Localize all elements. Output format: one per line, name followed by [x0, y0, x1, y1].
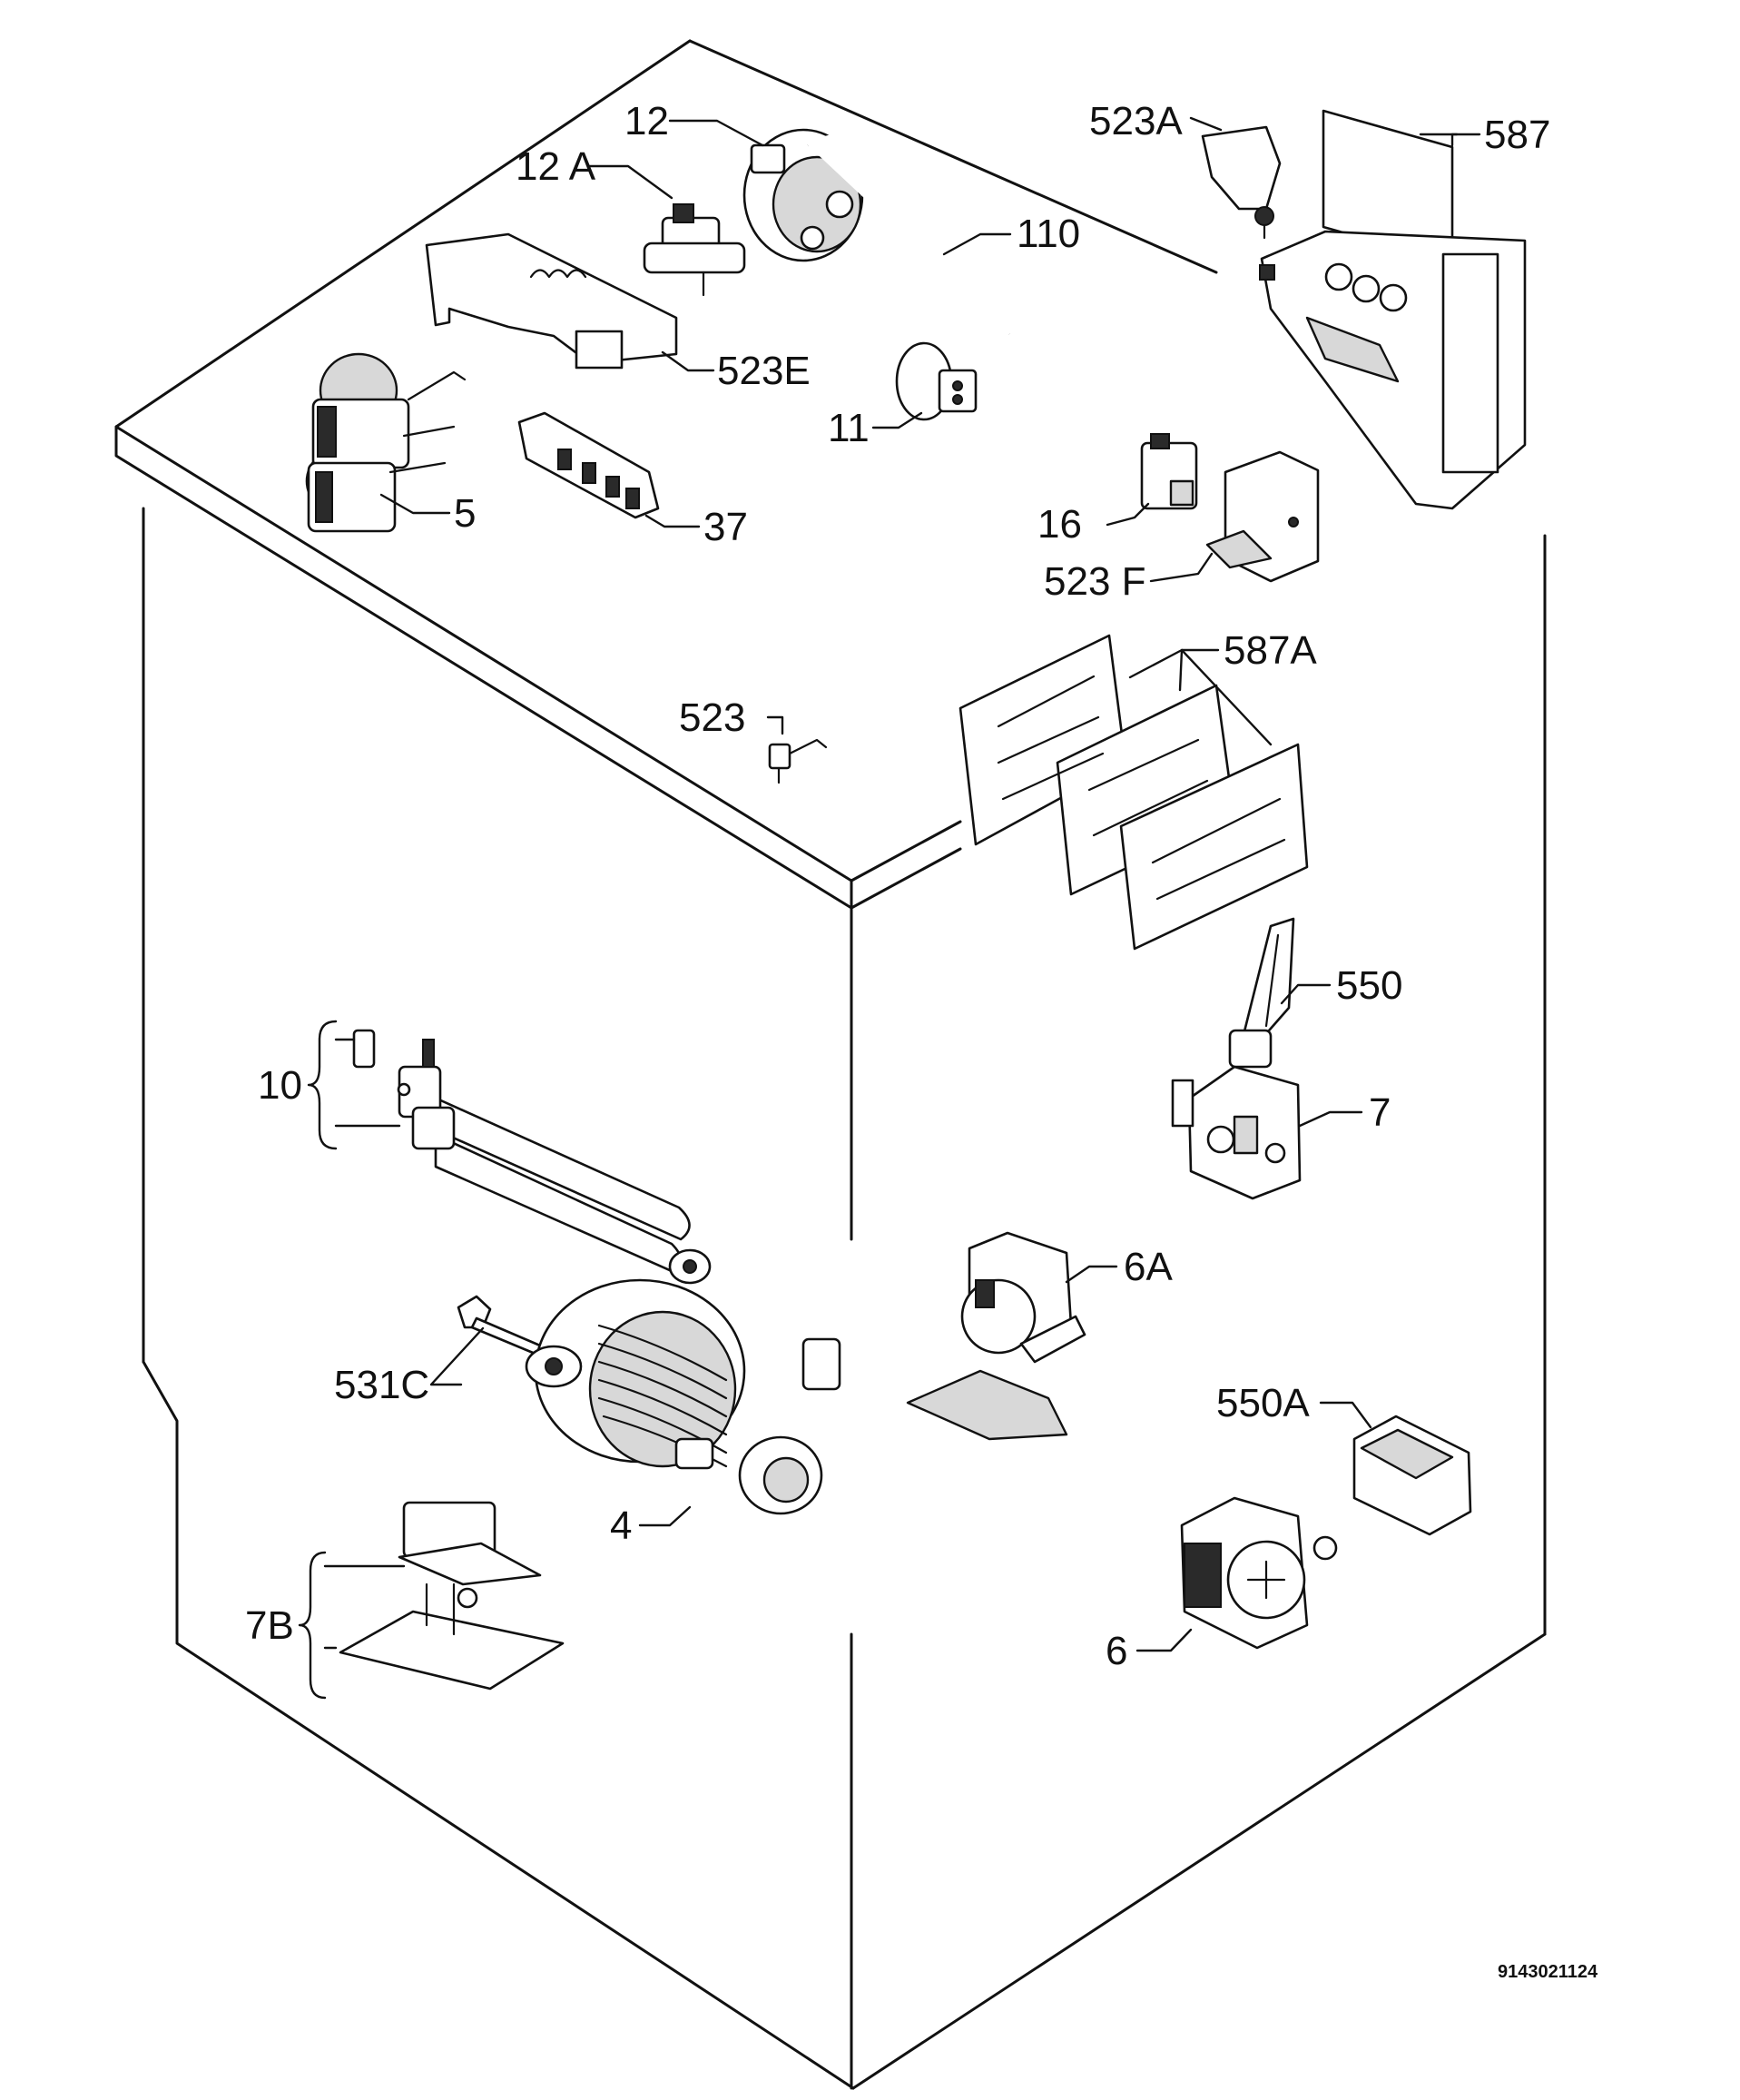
terminal-block-37	[517, 411, 660, 519]
label-6a: 6A	[1124, 1245, 1173, 1289]
label-523a: 523A	[1089, 99, 1183, 143]
bracket-523e	[425, 232, 678, 370]
label-12a: 12 A	[516, 144, 596, 189]
cabinet-outline	[114, 39, 1547, 2090]
diagram-code: 9143021124	[1498, 1962, 1598, 1982]
label-12: 12	[624, 99, 669, 143]
part-7b	[339, 1501, 565, 1691]
control-pcb-587a	[958, 634, 1309, 951]
selector-shaft-550	[1228, 917, 1295, 1069]
connector-523a	[1201, 125, 1282, 240]
label-531c: 531C	[334, 1363, 429, 1407]
label-5: 5	[454, 491, 476, 536]
part-523	[768, 738, 828, 784]
label-7b: 7B	[245, 1603, 294, 1648]
heating-element-10	[352, 1029, 691, 1273]
label-587: 587	[1484, 113, 1550, 157]
capacitor-11	[895, 341, 978, 421]
callout-labels: 12 12 A 110 523E 11 5 37 523A 587 16 523…	[245, 99, 1550, 1673]
pressure-sensor-12a	[643, 203, 746, 297]
motor-4	[525, 1248, 841, 1515]
pump-6	[1180, 1496, 1338, 1650]
label-7: 7	[1369, 1090, 1391, 1135]
hose-110	[806, 130, 1012, 336]
label-11: 11	[828, 406, 870, 450]
label-550a: 550A	[1216, 1381, 1310, 1425]
label-10: 10	[258, 1063, 302, 1108]
leader-lines	[298, 116, 1481, 1700]
drain-pump-6a	[906, 1231, 1086, 1441]
label-16: 16	[1037, 502, 1082, 547]
door-lock-7	[1171, 1065, 1302, 1200]
control-module-587	[1259, 109, 1527, 510]
label-523: 523	[679, 695, 745, 740]
label-523f: 523 F	[1044, 559, 1146, 604]
label-587a: 587A	[1224, 628, 1317, 673]
label-37: 37	[703, 505, 748, 549]
label-550: 550	[1336, 963, 1402, 1008]
cap-550a	[1352, 1415, 1472, 1536]
part-523f	[1205, 450, 1320, 583]
label-6: 6	[1106, 1629, 1127, 1673]
label-523e: 523E	[717, 349, 811, 393]
label-110: 110	[1017, 212, 1080, 256]
bolt-531c	[457, 1295, 542, 1356]
inlet-valve-5	[305, 352, 467, 533]
label-4: 4	[610, 1504, 632, 1548]
part-16	[1140, 433, 1198, 510]
